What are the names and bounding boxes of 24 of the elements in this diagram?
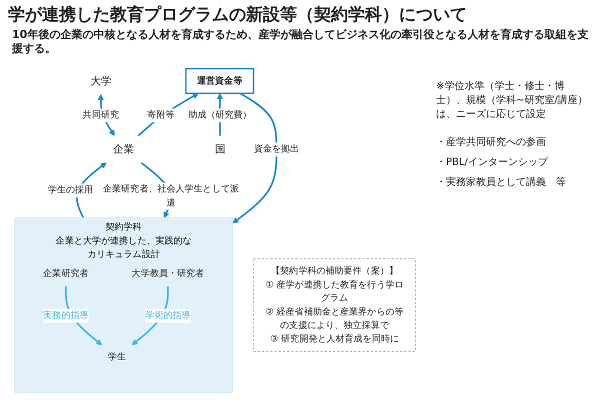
node-text: 国 [214, 142, 226, 156]
edge-label: 資金を拠出 [254, 144, 300, 154]
edge-label: 共同研究 [82, 110, 119, 120]
edge-label: 実務的指導 [43, 310, 88, 321]
node-text: 学生 [108, 352, 126, 362]
node-box: 【契約学科の補助要件（案）】 ① 産学が連携した教育を行う学ログラム ② 経産省補助金と産業界からの等の支援により、独立採算で ③ 研究開発と人材育成を同時に [253, 258, 416, 352]
node-box: 運営資金等 [185, 68, 254, 94]
arrow [138, 93, 199, 137]
node-text: 大学 [90, 74, 112, 88]
edge-label: 助成（研究費） [188, 110, 252, 120]
node-text: 企業研究者 [43, 268, 88, 279]
edge-label: 企業研究者、社会人学生として派遣 [103, 184, 239, 208]
node-text: 企業 [113, 142, 134, 156]
subtitle: 10年後の企業の中核となる人材を育成するため、産学が融合してビジネス化の牽引役となる人材を育成する取組を支援する。 [12, 28, 590, 56]
edge-label: 学生の採用 [48, 184, 94, 196]
bullet-item: ・PBL/インターンシップ [436, 156, 550, 170]
footnote: ※学位水準（学士・修士・博士）、規模（学科~研究室/講座）は、ニーズに応じて設定 [436, 80, 589, 122]
edge-label: 学術的指導 [145, 310, 191, 321]
arrow [232, 92, 278, 224]
bullet-item: ・産学共同研究への参画 [436, 136, 547, 150]
node-text: 大学教員・研究者 [132, 268, 204, 279]
title: 学が連携した教育プログラムの新設等（契約学科）について [8, 4, 467, 26]
edge-label: 寄附等 [147, 110, 174, 120]
bullet-item: ・実務家教員として講義 等 [436, 176, 567, 190]
